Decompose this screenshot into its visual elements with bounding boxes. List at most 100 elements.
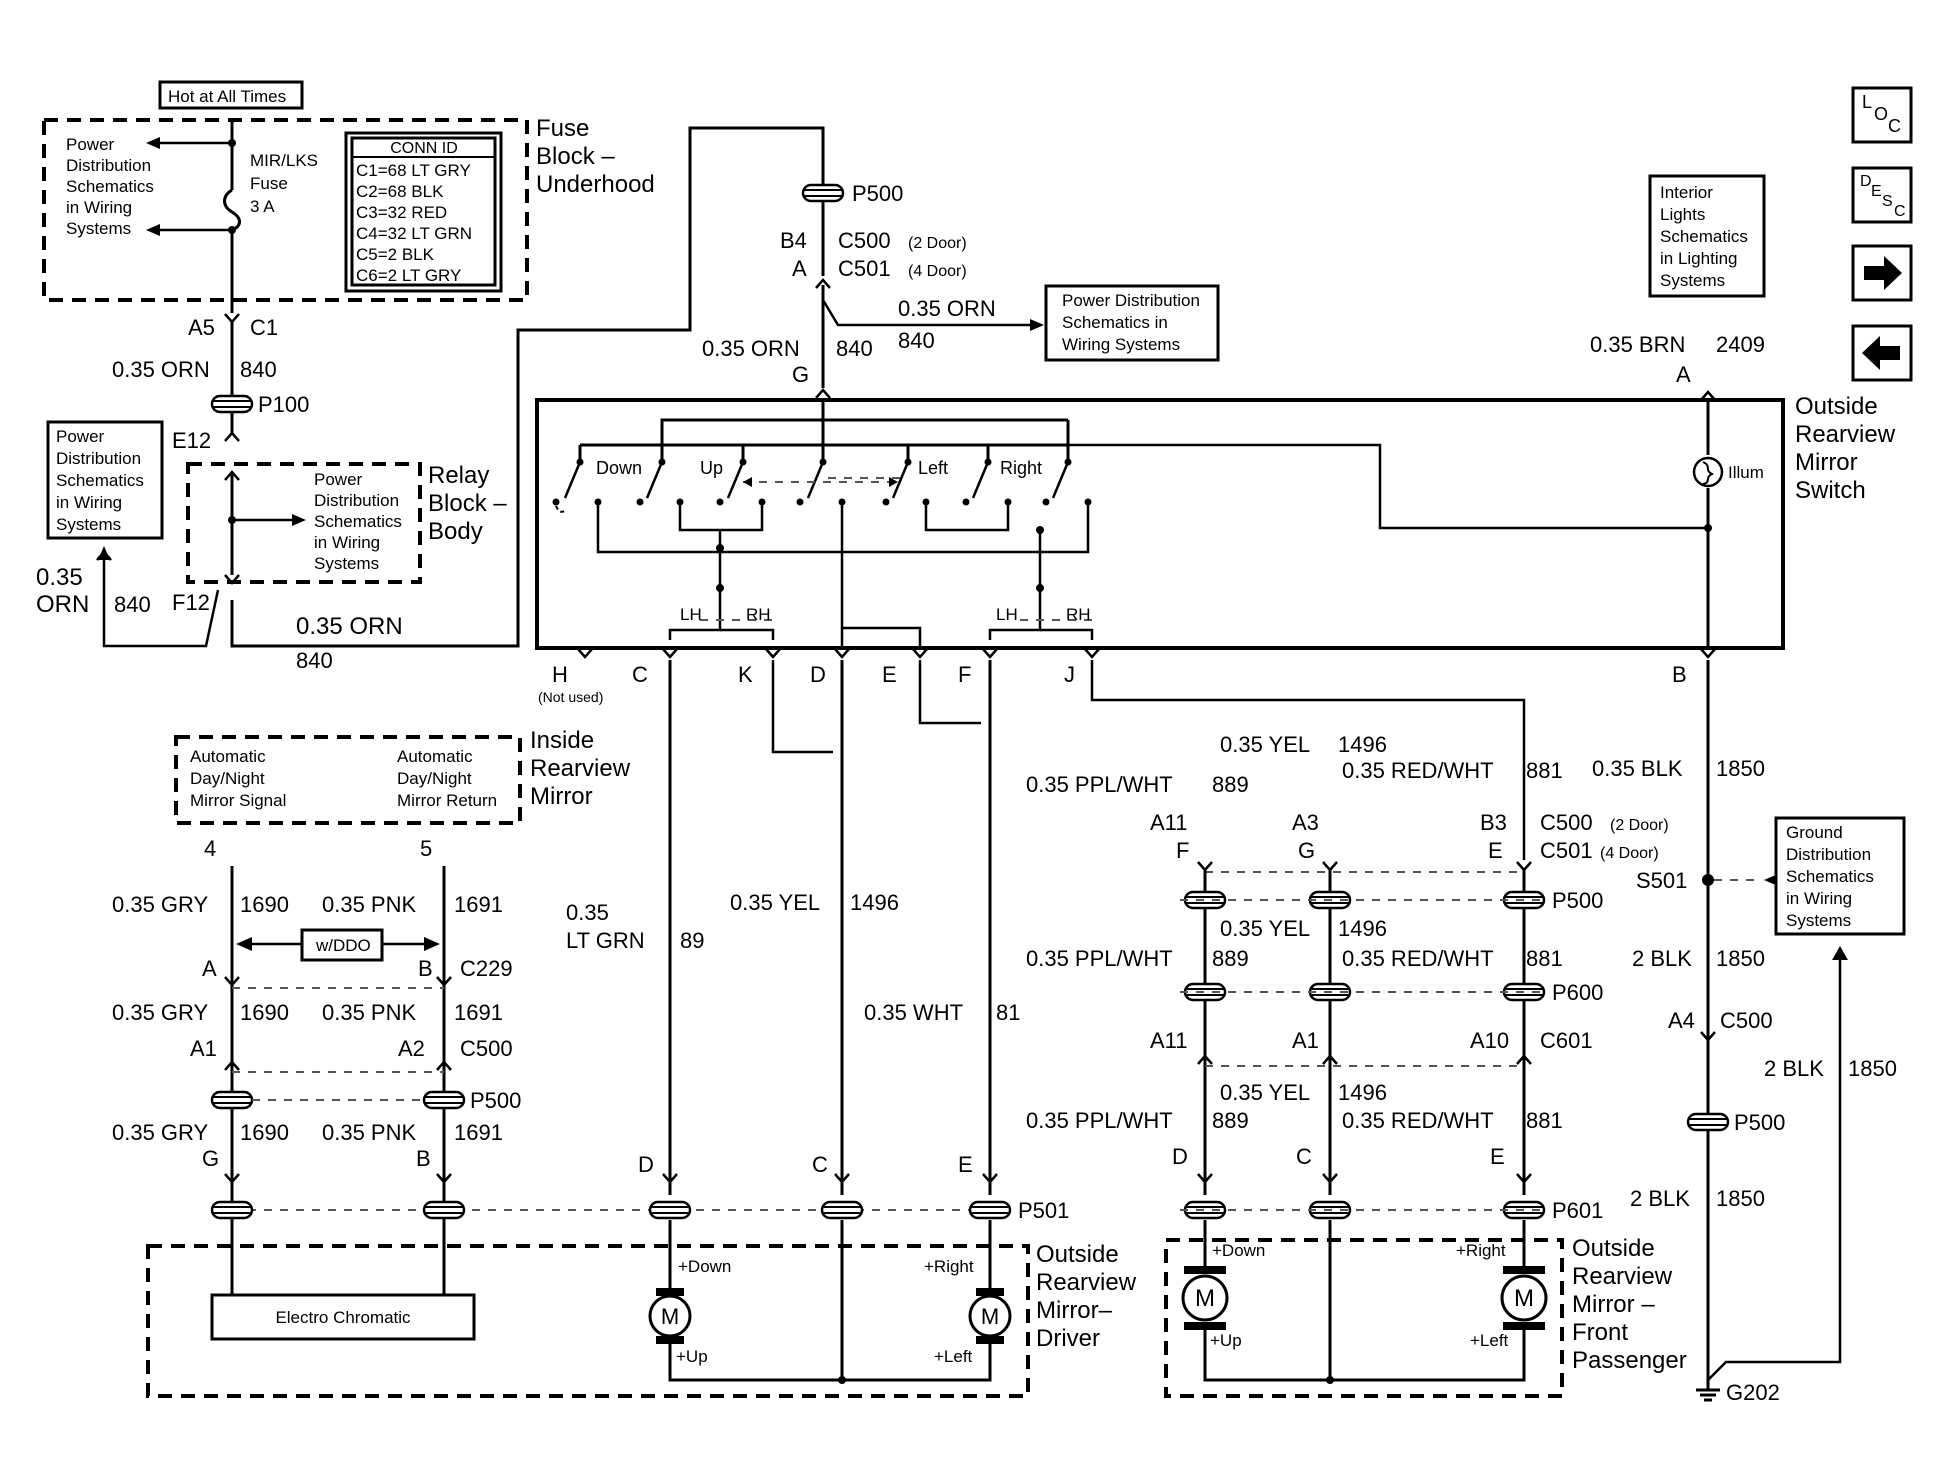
switch-pin-f: F xyxy=(958,662,971,687)
rh-label-1: RH xyxy=(746,605,771,624)
lh-label-2: LH xyxy=(996,605,1018,624)
ground-g202: G202 xyxy=(1726,1380,1780,1405)
pnk-circuit-3: 1691 xyxy=(454,1120,503,1145)
position-right: Right xyxy=(1000,458,1042,478)
desc-icon[interactable]: D E S C xyxy=(1851,166,1913,224)
loc-icon[interactable]: L O C xyxy=(1851,86,1913,144)
switch-pin-b: B xyxy=(1672,662,1687,687)
branch-wire-color: 0.35 ORN xyxy=(898,296,996,321)
relay-left-schematic-ref-box xyxy=(46,420,164,540)
passenger-mirror-outline xyxy=(1164,1238,1564,1398)
pass-splice-p601: P601 xyxy=(1552,1198,1603,1223)
prev-arrow-icon[interactable] xyxy=(1851,324,1913,382)
relay-block-body: 0.35 ORN 840 P100 E12 Power Distribution… xyxy=(36,126,825,673)
switch-output-pins: H (Not used) C K D E F J B xyxy=(538,647,1717,705)
wht-wire-circuit: 81 xyxy=(996,1000,1020,1025)
auto-mirror-return: Automatic Day/Night Mirror Return xyxy=(397,747,497,810)
next-arrow-icon[interactable] xyxy=(1851,244,1913,302)
splice-s501-dot xyxy=(1702,874,1714,886)
switch-feed: P500 B4 A C500 (2 Door) C501 (4 Door) 0.… xyxy=(702,128,1220,400)
pass-redwht-circuit-1: 881 xyxy=(1526,758,1563,783)
ltgrn-wire-color: 0.35 LT GRN xyxy=(566,900,645,953)
switch-pin-h-not-used: (Not used) xyxy=(538,689,603,705)
conn-c501-note: (4 Door) xyxy=(908,263,967,280)
splice-s501: S501 xyxy=(1636,868,1687,893)
pass-conn-c500: C500 xyxy=(1540,810,1593,835)
splice-p500-top: P500 xyxy=(852,181,903,206)
driver-wiring: 0.35 LT GRN 89 0.35 YEL 1496 0.35 WHT 81… xyxy=(566,660,1526,1195)
svg-text:M: M xyxy=(1514,1285,1534,1312)
passenger-wiring: 0.35 YEL 1496 0.35 RED/WHT 881 0.35 PPL/… xyxy=(1026,732,1669,1223)
wire-840-color: 0.35 ORN xyxy=(112,357,210,382)
svg-text:E: E xyxy=(1871,183,1882,200)
pass-splice-p600: P600 xyxy=(1552,980,1603,1005)
pass-redwht-color-1: 0.35 RED/WHT xyxy=(1342,758,1494,783)
relay-left-wire-color: 0.35 ORN xyxy=(36,564,89,618)
switch-pin-j: J xyxy=(1064,662,1075,687)
relay-out-wire-circuit: 840 xyxy=(296,648,333,673)
ground-wire2-color: 2 BLK xyxy=(1632,946,1692,971)
pass-yel-circuit-3: 1496 xyxy=(1338,1080,1387,1105)
pin-a5: A5 xyxy=(188,315,215,340)
pass-row1-pin-a3: A3 xyxy=(1292,810,1319,835)
fuse-block-underhood: Hot at All Times Power Distribution Sche… xyxy=(42,80,655,340)
inside-pin-4: 4 xyxy=(204,836,216,861)
svg-text:L: L xyxy=(1862,92,1872,112)
pnk-circuit-1: 1691 xyxy=(454,892,503,917)
pass-yel-color-2: 0.35 YEL xyxy=(1220,916,1310,941)
conn-c1: C1 xyxy=(250,315,278,340)
pass-row2-pin-a11: A11 xyxy=(1150,1028,1188,1053)
driver-mirror-outline xyxy=(146,1244,1030,1398)
illum-wire-color: 0.35 BRN xyxy=(1590,332,1685,357)
gry-circuit-3: 1690 xyxy=(240,1120,289,1145)
driver-left-label: +Left xyxy=(934,1347,973,1366)
fuse-block-outline xyxy=(42,118,529,302)
driver-yel-circuit: 1496 xyxy=(850,890,899,915)
pass-row3-letter-d: D xyxy=(1172,1144,1188,1169)
c229-pin-b: B xyxy=(418,956,433,981)
lighting-schematic-ref-box xyxy=(1648,174,1766,298)
pass-yel-circuit-1: 1496 xyxy=(1338,732,1387,757)
pin-e12: E12 xyxy=(172,428,211,453)
conn-c500-top: C500 xyxy=(838,228,891,253)
fuse-block-schematic-ref: Power Distribution Schematics in Wiring … xyxy=(66,135,159,238)
splice-p500-inside: P500 xyxy=(470,1088,521,1113)
nav-icons: L O C D E S C xyxy=(1851,86,1913,382)
fuse-symbol xyxy=(223,188,241,232)
splice-p100: P100 xyxy=(258,392,309,417)
fuse-block-title: Fuse Block – Underhood xyxy=(536,115,655,198)
switch-pin-e: E xyxy=(882,662,897,687)
pass-pplwht-color-3: 0.35 PPL/WHT xyxy=(1026,1108,1173,1133)
hot-at-all-times-label: Hot at All Times xyxy=(168,87,286,106)
ground-conn-c500: C500 xyxy=(1720,1008,1773,1033)
relay-block-title: Relay Block – Body xyxy=(428,462,513,545)
ground-symbol-icon xyxy=(1696,1388,1720,1402)
svg-text:D: D xyxy=(1860,173,1872,190)
electro-chromatic-box xyxy=(210,1293,476,1341)
position-up: Up xyxy=(700,458,723,478)
pass-redwht-color-3: 0.35 RED/WHT xyxy=(1342,1108,1494,1133)
pass-conn-c601: C601 xyxy=(1540,1028,1593,1053)
inside-pin-g: G xyxy=(202,1146,219,1171)
pin-b4: B4 xyxy=(780,228,807,253)
illumination-feed: Interior Lights Schematics in Lighting S… xyxy=(1590,174,1766,402)
driver-yel-color: 0.35 YEL xyxy=(730,890,820,915)
branch-schematic-ref-box xyxy=(1044,284,1220,362)
conn-id-title: CONN ID xyxy=(390,140,458,157)
ground-side-circuit: 1850 xyxy=(1848,1056,1897,1081)
driver-pin-d: D xyxy=(638,1152,654,1177)
wddo-option: w/DDO xyxy=(315,936,371,955)
switch-feed-wire-circuit: 840 xyxy=(836,336,873,361)
pass-c501-note: (4 Door) xyxy=(1600,845,1659,862)
outside-mirror-switch: Outside Rearview Mirror Switch xyxy=(535,393,1896,650)
gry-color-3: 0.35 GRY xyxy=(112,1120,209,1145)
conn-c500-note: (2 Door) xyxy=(908,235,967,252)
relay-block-schematic-ref: Power Distribution Schematics in Wiring … xyxy=(314,470,407,573)
ground-pin-a4: A4 xyxy=(1668,1008,1695,1033)
p501-splice-row: P501 xyxy=(210,1198,1069,1223)
pnk-color-2: 0.35 PNK xyxy=(322,1000,416,1025)
driver-mirror-title: Outside Rearview Mirror– Driver xyxy=(1036,1241,1143,1352)
inside-pin-5: 5 xyxy=(420,836,432,861)
relay-left-schematic-ref: Power Distribution Schematics in Wiring … xyxy=(56,427,149,534)
pnk-color-3: 0.35 PNK xyxy=(322,1120,416,1145)
